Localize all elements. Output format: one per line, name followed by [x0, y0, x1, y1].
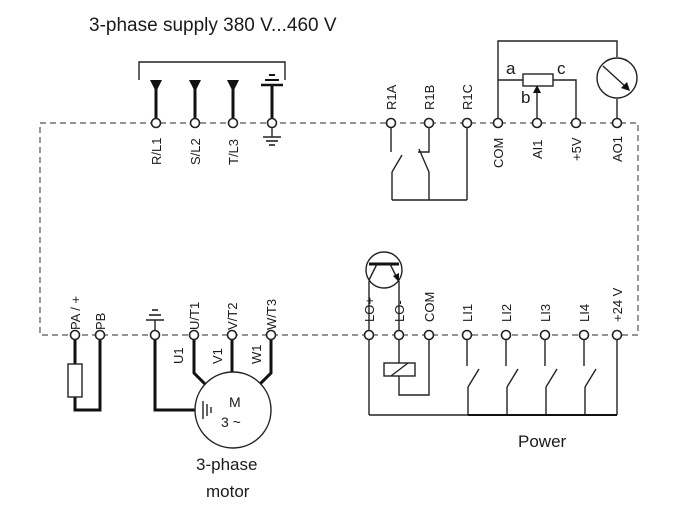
- supply-arrow-l1: [150, 80, 162, 92]
- label-r1c: R1C: [460, 84, 475, 110]
- motor-icon: [194, 371, 272, 449]
- ground-icon: [263, 128, 281, 146]
- label-w1: W1: [249, 345, 264, 365]
- terminal-lo-plus: [363, 329, 375, 341]
- terminal-ao1: [611, 117, 623, 129]
- label-r1a: R1A: [384, 84, 399, 110]
- analog-meter-icon: [596, 57, 638, 99]
- motor-phase: 3 ~: [221, 414, 241, 430]
- supply-bracket: [138, 61, 286, 80]
- label-r-l1: R/L1: [149, 138, 164, 165]
- label-u1: U1: [171, 347, 186, 364]
- label-5v: +5V: [569, 137, 584, 161]
- ground-icon: [202, 401, 212, 419]
- logic-input-switches: [369, 339, 618, 416]
- terminal-s-l2: [189, 117, 201, 129]
- label-li1: LI1: [460, 304, 475, 322]
- terminal-com-analog: [492, 117, 504, 129]
- terminal-pe-supply: [266, 117, 278, 129]
- relay-coil-icon: [383, 362, 416, 377]
- label-r1b: R1B: [422, 85, 437, 110]
- terminal-li4: [578, 329, 590, 341]
- label-ai1: AI1: [530, 139, 545, 159]
- terminal-lo-minus: [393, 329, 405, 341]
- terminal-5v: [570, 117, 582, 129]
- logic-output-wiring: [368, 281, 430, 415]
- terminal-r1b: [423, 117, 435, 129]
- terminal-r1a: [385, 117, 397, 129]
- terminal-24v: [611, 329, 623, 341]
- terminal-r1c: [461, 117, 473, 129]
- label-pa: PA / +: [68, 296, 83, 330]
- label-s-l2: S/L2: [188, 138, 203, 165]
- terminal-v-t2: [226, 329, 238, 341]
- terminal-li3: [539, 329, 551, 341]
- motor-wiring: [153, 339, 273, 412]
- label-li2: LI2: [499, 304, 514, 322]
- label-w-t3: W/T3: [264, 299, 279, 330]
- power-label: Power: [518, 432, 567, 451]
- supply-lines: [150, 74, 283, 119]
- terminal-t-l3: [227, 117, 239, 129]
- label-u-t1: U/T1: [187, 302, 202, 330]
- ground-icon: [261, 74, 283, 119]
- supply-arrow-l3: [227, 80, 239, 92]
- label-24v: +24 V: [610, 287, 625, 322]
- terminal-pa: [69, 329, 81, 341]
- motor-caption-line1: 3-phase: [196, 455, 257, 474]
- terminal-li1: [461, 329, 473, 341]
- terminal-com-logic: [423, 329, 435, 341]
- supply-arrow-l2: [189, 80, 201, 92]
- motor-caption-line2: motor: [206, 482, 250, 501]
- label-li4: LI4: [577, 304, 592, 322]
- label-v-t2: V/T2: [225, 303, 240, 330]
- motor-symbol: M: [229, 394, 241, 410]
- label-pb: PB: [93, 313, 108, 330]
- label-t-l3: T/L3: [226, 139, 241, 165]
- label-li3: LI3: [538, 304, 553, 322]
- label-v1: V1: [210, 348, 225, 364]
- potentiometer-icon: [522, 73, 554, 87]
- label-ao1: AO1: [610, 136, 625, 162]
- label-com-logic: COM: [422, 292, 437, 322]
- terminal-li2: [500, 329, 512, 341]
- pot-label-a: a: [506, 59, 516, 78]
- braking-resistor-wiring: [73, 339, 102, 412]
- terminal-w-t3: [265, 329, 277, 341]
- terminal-pb: [94, 329, 106, 341]
- analog-wiring: [497, 40, 618, 119]
- pot-label-b: b: [521, 88, 530, 107]
- terminal-u-t1: [188, 329, 200, 341]
- braking-resistor-icon: [67, 363, 83, 398]
- terminal-ai1: [531, 117, 543, 129]
- pot-label-c: c: [557, 59, 566, 78]
- diagram-title: 3-phase supply 380 V...460 V: [89, 15, 337, 36]
- transistor-icon: [365, 251, 403, 289]
- relay-contacts: [390, 127, 468, 201]
- label-com-analog: COM: [491, 138, 506, 168]
- drive-enclosure-outline: [39, 122, 639, 336]
- ground-icon: [146, 309, 164, 331]
- terminal-r-l1: [150, 117, 162, 129]
- terminal-pe-motor: [149, 329, 161, 341]
